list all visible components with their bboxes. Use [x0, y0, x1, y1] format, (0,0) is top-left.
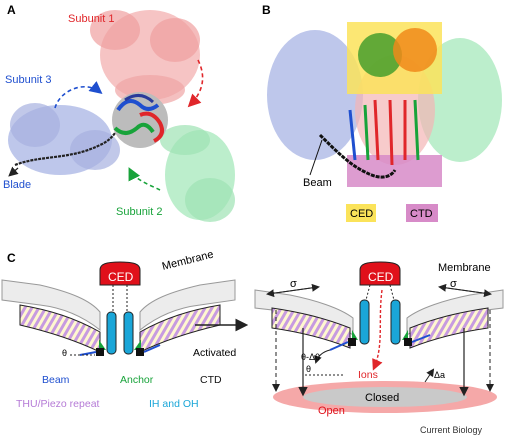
beam-right-open	[411, 334, 431, 343]
legend-beam: Beam	[42, 374, 70, 386]
ced-label-left: CED	[108, 270, 134, 284]
subunit-1-label: Subunit 1	[68, 13, 114, 25]
anchor-left-open	[352, 330, 358, 340]
beam-label-b: Beam	[303, 177, 332, 189]
ih-helix-right	[359, 299, 370, 345]
journal-credit: Current Biology	[420, 425, 483, 435]
oh-helix-right	[390, 299, 401, 345]
oh-helix-left	[123, 311, 134, 355]
ctd-block-left	[96, 348, 104, 356]
ced-legend-box	[346, 204, 376, 222]
subunit-1-rotation-arrow	[187, 59, 204, 108]
repeat-block-left-open	[271, 307, 351, 349]
ctd-block-right	[136, 348, 144, 356]
ced-domain-left	[99, 261, 141, 286]
ih-helix-left	[106, 311, 117, 355]
ced-label-right: CED	[368, 270, 394, 284]
delta-a-label: Δa	[434, 370, 445, 380]
membrane-label-right: Membrane	[438, 262, 491, 274]
open-state-schematic: Closed Open CED θ-Δθ θ	[254, 261, 504, 417]
subunit-3-rotation-arrow	[54, 81, 103, 109]
legend-ctd: CTD	[200, 374, 222, 386]
subunit-2-label: Subunit 2	[116, 206, 162, 218]
legend-repeat: THU/Piezo repeat	[16, 398, 100, 410]
subunit-3-structure	[8, 103, 124, 175]
panel-c-letter: C	[7, 251, 16, 265]
panel-a: A	[3, 3, 235, 222]
anchor-right	[134, 340, 141, 350]
legend-anchor: Anchor	[120, 374, 154, 386]
beam-left-open	[329, 341, 349, 351]
core-structure	[112, 92, 168, 148]
subunit-2-structure	[160, 125, 235, 222]
ions-arrow	[372, 289, 383, 371]
panel-a-letter: A	[7, 3, 16, 17]
ced-domain-right	[359, 261, 401, 286]
ctd-block-right-open	[404, 338, 412, 346]
activated-label: Activated	[193, 347, 236, 359]
subunit-3-label: Subunit 3	[5, 74, 51, 86]
open-label: Open	[318, 405, 345, 417]
panel-b-letter: B	[262, 3, 271, 17]
membrane-left-segment	[1, 279, 101, 332]
legend-ih-oh: IH and OH	[149, 398, 199, 410]
ced-legend-label: CED	[350, 208, 373, 220]
sigma-label-left: σ	[290, 278, 297, 290]
legend: Beam Anchor CTD THU/Piezo repeat IH and …	[16, 374, 222, 410]
closed-label: Closed	[365, 392, 399, 404]
membrane-right-segment	[139, 279, 236, 332]
ctd-legend-box	[406, 204, 438, 222]
theta-minus-label: θ-Δθ	[301, 352, 320, 362]
ctd-block-left-open	[348, 338, 356, 346]
panel-b: B Beam CED CTD	[262, 3, 502, 222]
theta-dotted-label: θ	[306, 364, 311, 374]
ions-label: Ions	[358, 369, 378, 381]
side-view-structure	[267, 22, 502, 187]
sigma-label-right: σ	[450, 278, 457, 290]
theta-label: θ	[62, 348, 67, 358]
closed-state-schematic: CED θ Membrane	[1, 249, 236, 358]
closed-pore-ellipse	[303, 387, 467, 407]
membrane-label-left: Membrane	[161, 249, 215, 273]
subunit-2-rotation-arrow	[128, 167, 161, 191]
ctd-legend-label: CTD	[410, 208, 433, 220]
sigma-arrow-right-back	[438, 283, 491, 295]
panel-c: C CED θ Membrane Activated	[1, 249, 504, 417]
sigma-arrow-left-back	[266, 286, 319, 298]
beam-right	[143, 344, 161, 353]
theta-change-arrow	[314, 349, 331, 364]
repeat-block-right-open	[409, 307, 489, 349]
anchor-left	[99, 340, 106, 350]
blade-label: Blade	[3, 179, 31, 191]
blade-pointer	[8, 166, 19, 177]
anchor-right-open	[402, 330, 408, 340]
delta-a-arrow	[424, 368, 435, 383]
